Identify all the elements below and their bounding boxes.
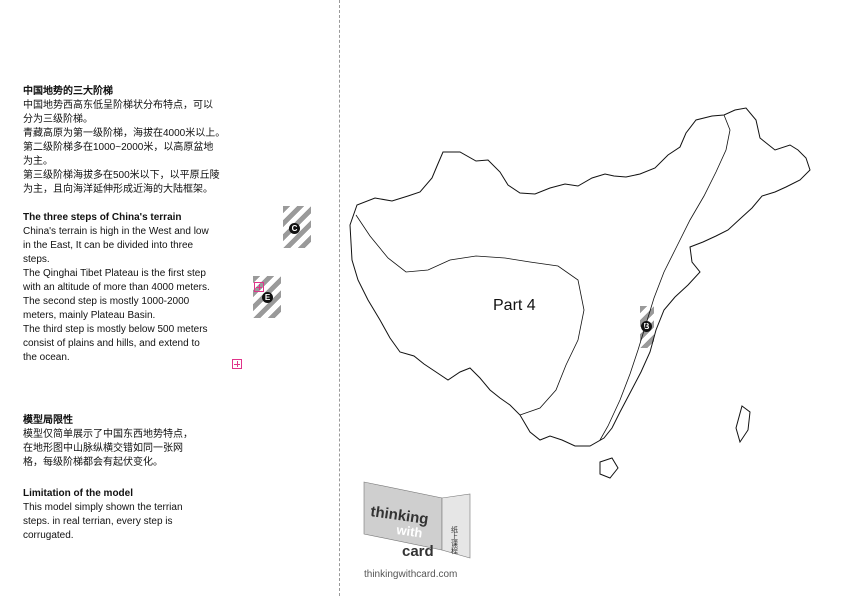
china-map	[349, 107, 811, 479]
en-steps-line: The second step is mostly 1000-2000	[23, 296, 190, 307]
china-outline	[349, 107, 811, 447]
logo-word-with: with	[395, 522, 424, 541]
zh-limitation-heading: 模型局限性	[23, 415, 73, 426]
logo-card-fold	[441, 493, 471, 559]
zh-steps-line: 第三级阶梯海拔多在500米以下，以平原丘陵	[23, 170, 220, 181]
en-limitation-section: Limitation of the model This model simpl…	[23, 487, 245, 543]
en-steps-line: the ocean.	[23, 352, 70, 363]
part-label: Part 4	[493, 297, 536, 314]
tab-label-e: E	[262, 292, 273, 303]
en-steps-line: The third step is mostly below 500 meter…	[23, 324, 208, 335]
logo-website: thinkingwithcard.com	[364, 569, 458, 580]
en-limitation-line: steps. in real terrian, every step is	[23, 516, 173, 527]
zh-steps-section: 中国地势的三大阶梯 中国地势西高东低呈阶梯状分布特点，可以 分为三级阶梯。 青藏…	[23, 85, 245, 197]
en-steps-heading: The three steps of China's terrain	[23, 212, 182, 223]
first-step-boundary	[355, 214, 585, 416]
zh-steps-heading: 中国地势的三大阶梯	[23, 86, 113, 97]
logo-vertical-text: 纸上课程	[451, 525, 459, 555]
en-steps-section: The three steps of China's terrain China…	[23, 211, 245, 365]
registration-mark	[254, 282, 264, 292]
en-steps-line: The Qinghai Tibet Plateau is the first s…	[23, 268, 206, 279]
fold-line	[339, 0, 340, 596]
en-limitation-line: corrugated.	[23, 530, 74, 541]
registration-mark	[232, 359, 242, 369]
en-steps-line: steps.	[23, 254, 50, 265]
en-steps-line: meters, mainly Plateau Basin.	[23, 310, 156, 321]
zh-steps-line: 为主。	[23, 156, 53, 167]
en-limitation-heading: Limitation of the model	[23, 488, 133, 499]
tab-label-c: C	[289, 223, 300, 234]
zh-steps-line: 第二级阶梯多在1000~2000米，以高原盆地	[23, 142, 214, 153]
logo-word-card: card	[402, 543, 434, 560]
zh-steps-line: 为主，且向海洋延伸形成近海的大陆框架。	[23, 184, 213, 195]
zh-limitation-line: 格，每级阶梯都会有起伏变化。	[23, 457, 163, 468]
zh-limitation-line: 模型仅简单展示了中国东西地势特点，	[23, 429, 193, 440]
en-limitation-line: This model simply shown the terrian	[23, 502, 183, 513]
zh-steps-line: 青藏高原为第一级阶梯，海拔在4000米以上。	[23, 128, 226, 139]
second-step-boundary	[599, 114, 731, 441]
en-steps-line: China's terrain is high in the West and …	[23, 226, 209, 237]
en-steps-line: consist of plains and hills, and extend …	[23, 338, 200, 349]
zh-limitation-line: 在地形图中山脉纵横交错如同一张网	[23, 443, 183, 454]
zh-limitation-section: 模型局限性 模型仅简单展示了中国东西地势特点， 在地形图中山脉纵横交错如同一张网…	[23, 414, 245, 470]
en-steps-line: in the East, It can be divided into thre…	[23, 240, 194, 251]
taiwan-island	[735, 405, 751, 444]
zh-steps-line: 分为三级阶梯。	[23, 114, 93, 125]
en-steps-line: with an altitude of more than 4000 meter…	[23, 282, 210, 293]
hainan-island	[599, 457, 619, 479]
thinking-with-card-logo: thinking with card 纸上课程	[363, 481, 471, 560]
zh-steps-line: 中国地势西高东低呈阶梯状分布特点，可以	[23, 100, 213, 111]
tab-label-b: B	[641, 321, 652, 332]
